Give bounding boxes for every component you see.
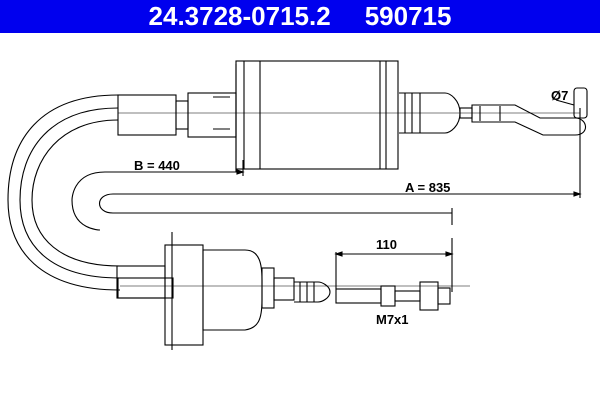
top-cylinder <box>235 60 399 170</box>
thread-label: M7x1 <box>376 312 409 327</box>
title-bar: 24.3728-0715.2 590715 <box>0 0 600 33</box>
end-length-label: 110 <box>376 237 397 252</box>
reference-number: 590715 <box>364 1 452 31</box>
a-dimension-line <box>98 193 580 214</box>
dimension-a-label: A = 835 <box>405 180 451 195</box>
bottom-housing <box>116 232 295 350</box>
part-number: 24.3728-0715.2 <box>148 1 331 31</box>
bottom-bellows <box>294 281 331 303</box>
b-dimension-loop <box>71 171 243 231</box>
bottom-threaded-end <box>335 281 451 311</box>
eye-diameter-label: Ø7 <box>551 88 569 103</box>
cable-sheath <box>7 94 121 291</box>
dimension-b-label: B = 440 <box>134 158 180 173</box>
top-sleeve <box>117 64 237 172</box>
top-end-fitting <box>471 87 588 136</box>
